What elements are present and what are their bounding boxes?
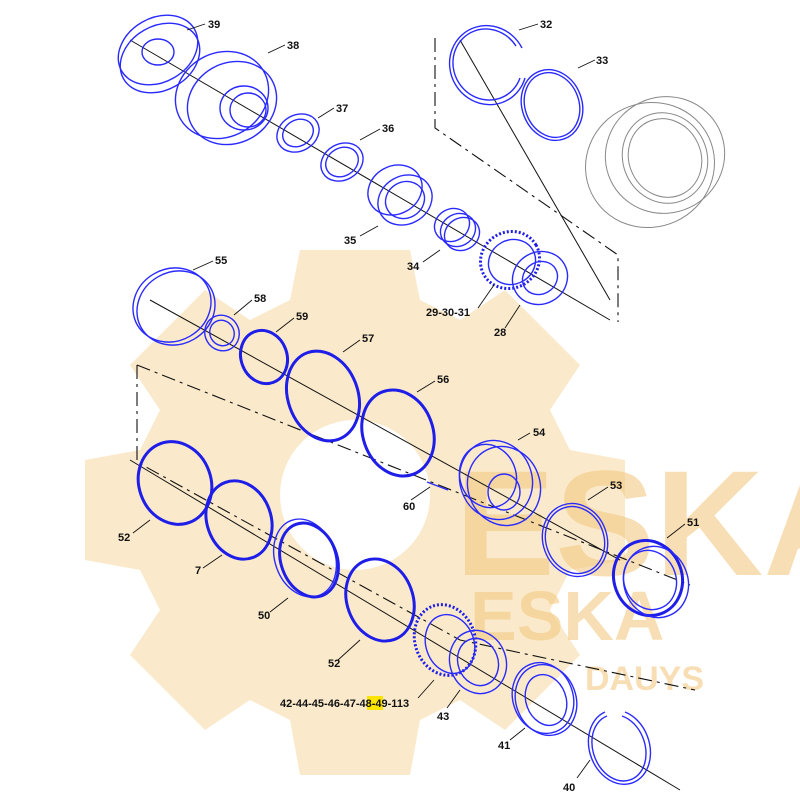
part-list-highlight: 48 — [360, 698, 372, 710]
callout-53: 53 — [610, 480, 622, 492]
part-60 — [426, 481, 449, 491]
callout-50: 50 — [258, 610, 270, 622]
callout-36: 36 — [382, 123, 394, 135]
part-38 — [174, 50, 278, 146]
part-32 — [448, 24, 526, 106]
part-34 — [433, 207, 481, 252]
watermark-brand-small: ESKA — [470, 577, 664, 655]
part-41 — [511, 661, 578, 737]
callout-38: 38 — [287, 40, 299, 52]
part-43 — [448, 629, 508, 695]
callout-40: 40 — [563, 782, 575, 794]
part-37 — [276, 113, 320, 153]
part-58 — [204, 314, 240, 352]
watermark-logo: ESKA ESKA DAUYS — [85, 250, 800, 775]
part-list-label: 42-44-45-46-47-48-49-113 — [280, 698, 409, 710]
part-53 — [541, 502, 609, 578]
part-28 — [511, 250, 569, 306]
watermark-brand-large: ESKA — [455, 439, 800, 607]
part-39 — [117, 14, 201, 94]
callout-37: 37 — [336, 103, 348, 115]
ring-gear-housing — [585, 96, 726, 229]
callout-55: 55 — [215, 255, 227, 267]
callout-57: 57 — [362, 333, 374, 345]
part-list-before: 42-44-45-46-47- — [280, 698, 360, 710]
part-list-after: -49-113 — [372, 698, 409, 710]
part-56 — [360, 388, 436, 478]
callout-29-30-31: 29-30-31 — [426, 307, 470, 319]
callout-labels: 39 38 37 36 35 34 29-30-31 28 32 33 55 5… — [118, 19, 699, 794]
callout-39: 39 — [208, 19, 220, 31]
callout-7: 7 — [195, 565, 201, 577]
callout-32: 32 — [540, 19, 552, 31]
part-57 — [285, 349, 361, 443]
callout-34: 34 — [407, 261, 420, 273]
callout-60: 60 — [403, 501, 415, 513]
part-29-30-31-gear — [478, 229, 542, 291]
callout-51: 51 — [687, 517, 699, 529]
highlight-marker — [367, 696, 383, 710]
callout-28: 28 — [494, 327, 506, 339]
part-number-list: 42-44-45-46-47-48-49-113 — [280, 696, 409, 710]
part-55 — [132, 267, 216, 346]
callout-33: 33 — [596, 55, 608, 67]
part-51 — [612, 538, 690, 619]
part-50 — [272, 518, 340, 599]
callout-41: 41 — [498, 740, 510, 752]
callout-43: 43 — [437, 711, 449, 723]
part-52-left — [136, 440, 214, 526]
callout-59: 59 — [296, 311, 308, 323]
part-35 — [367, 164, 433, 226]
callout-35: 35 — [344, 235, 356, 247]
callout-52-left: 52 — [118, 532, 130, 544]
part-52-right — [344, 557, 416, 643]
callout-58: 58 — [254, 293, 266, 305]
part-59 — [238, 328, 290, 386]
callout-54: 54 — [533, 427, 546, 439]
part-40 — [587, 711, 652, 785]
callout-52-right: 52 — [328, 658, 340, 670]
part-54 — [458, 439, 542, 527]
part-7 — [204, 479, 274, 561]
callout-56: 56 — [437, 374, 449, 386]
part-36 — [320, 142, 364, 182]
part-33 — [520, 68, 584, 142]
leader-lines — [132, 23, 686, 779]
